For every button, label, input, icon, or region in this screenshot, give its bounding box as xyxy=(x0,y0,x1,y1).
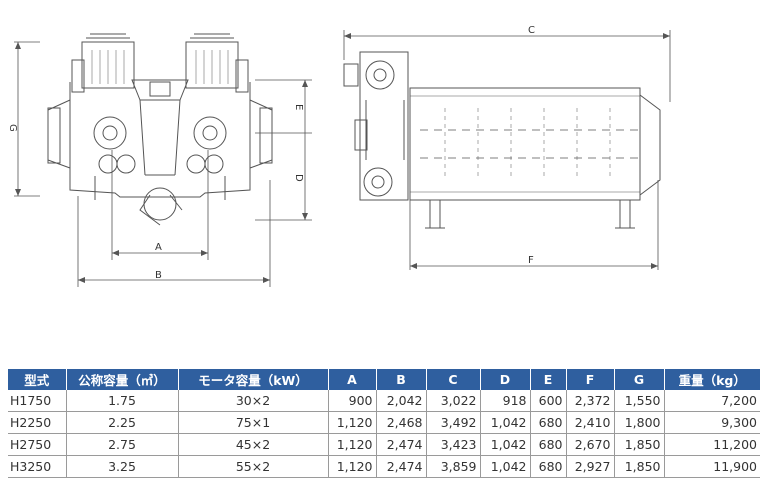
cell-model: H2250 xyxy=(8,411,66,434)
header-nominal-capacity: 公称容量（㎥） xyxy=(65,369,178,390)
dim-label-C: C xyxy=(528,25,535,36)
cell-E: 680 xyxy=(529,455,566,478)
cell-nominal-capacity: 2.75 xyxy=(65,433,178,456)
technical-drawing: G E D A B C F xyxy=(7,25,671,287)
header-A: A xyxy=(327,369,376,390)
cell-motor-capacity: 75×1 xyxy=(177,411,328,434)
header-D: D xyxy=(479,369,530,390)
cell-model: H1750 xyxy=(8,390,66,412)
front-view xyxy=(47,33,273,226)
cell-C: 3,022 xyxy=(425,390,480,412)
header-C: C xyxy=(425,369,480,390)
cell-B: 2,474 xyxy=(375,433,426,456)
cell-B: 2,042 xyxy=(375,390,426,412)
header-B: B xyxy=(375,369,426,390)
cell-weight: 7,200 xyxy=(663,390,760,412)
cell-D: 1,042 xyxy=(479,455,530,478)
cell-E: 600 xyxy=(529,390,566,412)
cell-model: H3250 xyxy=(8,455,66,478)
header-motor-capacity: モータ容量（kW） xyxy=(177,369,328,390)
table-row: H1750 1.75 30×2 900 2,042 3,022 918 600 … xyxy=(8,390,760,412)
cell-F: 2,372 xyxy=(565,390,614,412)
table-row: H3250 3.25 55×2 1,120 2,474 3,859 1,042 … xyxy=(8,455,760,478)
cell-C: 3,859 xyxy=(425,455,480,478)
cell-motor-capacity: 55×2 xyxy=(177,455,328,478)
cell-F: 2,670 xyxy=(565,433,614,456)
front-dimensions xyxy=(14,41,312,287)
dim-label-B: B xyxy=(155,270,162,281)
dim-label-G: G xyxy=(7,124,18,132)
cell-C: 3,423 xyxy=(425,433,480,456)
cell-model: H2750 xyxy=(8,433,66,456)
cell-weight: 11,900 xyxy=(663,455,760,478)
cell-nominal-capacity: 2.25 xyxy=(65,411,178,434)
cell-B: 2,474 xyxy=(375,455,426,478)
side-view xyxy=(343,51,661,229)
side-dimensions xyxy=(343,30,671,270)
cell-A: 1,120 xyxy=(327,411,376,434)
dim-label-A: A xyxy=(155,242,162,253)
cell-D: 1,042 xyxy=(479,433,530,456)
spec-header-row: 型式 公称容量（㎥） モータ容量（kW） A B C D E F G 重量（kg… xyxy=(8,369,760,390)
dim-label-E: E xyxy=(293,104,304,110)
cell-E: 680 xyxy=(529,433,566,456)
cell-F: 2,927 xyxy=(565,455,614,478)
spec-table: 型式 公称容量（㎥） モータ容量（kW） A B C D E F G 重量（kg… xyxy=(8,369,760,478)
cell-G: 1,550 xyxy=(613,390,664,412)
header-F: F xyxy=(565,369,614,390)
cell-A: 900 xyxy=(327,390,376,412)
cell-D: 1,042 xyxy=(479,411,530,434)
cell-A: 1,120 xyxy=(327,433,376,456)
header-E: E xyxy=(529,369,566,390)
cell-motor-capacity: 45×2 xyxy=(177,433,328,456)
cell-C: 3,492 xyxy=(425,411,480,434)
cell-E: 680 xyxy=(529,411,566,434)
cell-G: 1,850 xyxy=(613,433,664,456)
cell-weight: 11,200 xyxy=(663,433,760,456)
cell-nominal-capacity: 1.75 xyxy=(65,390,178,412)
dim-label-F: F xyxy=(528,255,534,266)
cell-weight: 9,300 xyxy=(663,411,760,434)
cell-A: 1,120 xyxy=(327,455,376,478)
header-model: 型式 xyxy=(8,369,66,390)
cell-nominal-capacity: 3.25 xyxy=(65,455,178,478)
dim-label-D: D xyxy=(293,174,304,182)
cell-B: 2,468 xyxy=(375,411,426,434)
cell-motor-capacity: 30×2 xyxy=(177,390,328,412)
cell-F: 2,410 xyxy=(565,411,614,434)
table-row: H2250 2.25 75×1 1,120 2,468 3,492 1,042 … xyxy=(8,411,760,434)
header-weight: 重量（kg） xyxy=(663,369,760,390)
cell-G: 1,800 xyxy=(613,411,664,434)
header-G: G xyxy=(613,369,664,390)
cell-G: 1,850 xyxy=(613,455,664,478)
cell-D: 918 xyxy=(479,390,530,412)
table-row: H2750 2.75 45×2 1,120 2,474 3,423 1,042 … xyxy=(8,433,760,456)
